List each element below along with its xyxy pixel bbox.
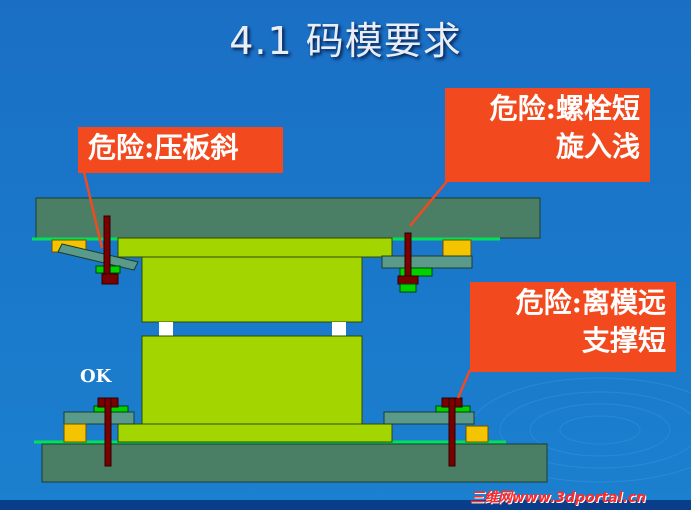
bolt-lower-left — [104, 397, 112, 467]
lower-mold-block — [141, 335, 363, 425]
lower-mold-plate — [117, 423, 393, 443]
nut-upper-left — [101, 273, 119, 285]
clamp-plate-lower-right — [383, 411, 475, 425]
callout-clamp-tilted-line-1: 危险:压板斜 — [88, 131, 239, 164]
bolt-upper-left — [103, 215, 111, 277]
callout-clamp-far-line-1: 危险:离模远 — [515, 286, 666, 319]
callout-bolt-short-line-2: 旋入浅 — [555, 130, 640, 163]
callout-clamp-far-line-2: 支撑短 — [581, 324, 666, 357]
ok-label: OK — [80, 366, 112, 387]
support-block-lower-right — [465, 425, 489, 443]
callout-clamp-far: 危险:离模远 支撑短 — [470, 282, 676, 372]
lower-platen — [41, 443, 548, 483]
callout-bolt-short: 危险:螺栓短 旋入浅 — [445, 88, 650, 182]
bolt-lower-right — [448, 397, 456, 467]
leader-line-short-bolt — [409, 179, 449, 227]
upper-mold-plate — [117, 237, 393, 258]
parting-spacer-left — [159, 322, 173, 336]
slide-title: 4.1 码模要求 — [229, 19, 462, 63]
upper-mold-block — [141, 256, 363, 323]
callout-clamp-tilted: 危险:压板斜 — [78, 127, 283, 173]
watermark-text: 三维网www.3dportal.cn — [470, 490, 647, 506]
leader-line-clamp-tilt — [82, 171, 104, 249]
support-block-upper-right — [442, 239, 472, 257]
upper-platen — [35, 197, 541, 239]
support-block-lower-left — [63, 423, 87, 443]
nut-base-upper-right — [399, 283, 417, 293]
clamp-plate-upper-right — [381, 255, 473, 269]
clamp-plate-lower-left — [63, 411, 135, 425]
leader-line-far-clamp — [456, 369, 472, 399]
parting-spacer-right — [332, 322, 346, 336]
callout-bolt-short-line-1: 危险:螺栓短 — [489, 92, 640, 125]
nut-upper-right — [397, 275, 419, 285]
